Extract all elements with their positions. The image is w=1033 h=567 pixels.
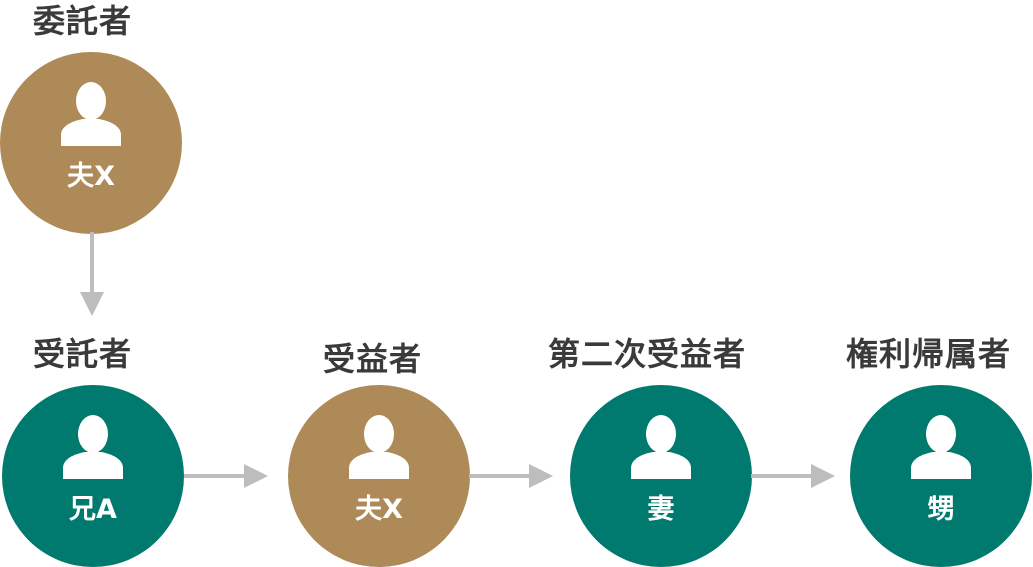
person-icon bbox=[631, 415, 691, 479]
node-name: 夫X bbox=[67, 161, 115, 192]
node-rights-holder: 甥 bbox=[850, 385, 1032, 567]
node-beneficiary: 夫X bbox=[288, 385, 470, 567]
person-icon bbox=[61, 82, 121, 146]
node-second-beneficiary: 妻 bbox=[570, 385, 752, 567]
role-label-beneficiary: 受益者 bbox=[323, 340, 423, 378]
node-name: 甥 bbox=[927, 494, 955, 525]
role-label-rights-holder: 権利帰属者 bbox=[846, 335, 1012, 373]
node-name: 夫X bbox=[355, 494, 403, 525]
node-trustee: 兄A bbox=[2, 385, 184, 567]
person-icon bbox=[911, 415, 971, 479]
node-name: 妻 bbox=[647, 494, 675, 525]
arrow-down bbox=[80, 232, 104, 316]
role-label-settlor: 委託者 bbox=[33, 2, 133, 40]
arrow-right bbox=[751, 464, 835, 488]
node-settlor: 夫X bbox=[0, 52, 182, 234]
person-icon bbox=[349, 415, 409, 479]
node-name: 兄A bbox=[69, 494, 117, 525]
role-label-trustee: 受託者 bbox=[33, 335, 133, 373]
person-icon bbox=[63, 415, 123, 479]
arrow-right bbox=[184, 464, 268, 488]
role-label-second-beneficiary: 第二次受益者 bbox=[548, 335, 747, 373]
arrow-right bbox=[469, 464, 553, 488]
